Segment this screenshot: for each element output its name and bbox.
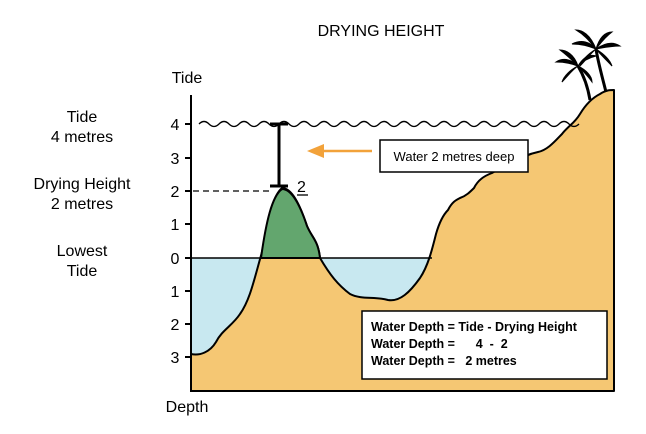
tick-label-3: 3: [171, 151, 180, 168]
lowest-tide-label-line1: Lowest: [57, 243, 108, 260]
tick-label-1: 1: [171, 217, 180, 234]
axis-ticks: [185, 123, 191, 358]
formula-line-1: Water Depth = Tide - Drying Height: [371, 320, 578, 334]
callout-box: [379, 139, 529, 173]
tick-label-depth-3: 3: [171, 350, 180, 367]
palm-trees-icon: [554, 29, 622, 101]
tick-label-2: 2: [171, 184, 180, 201]
lowest-tide-label-line2: Tide: [67, 263, 98, 280]
drying-height-label-line2: 2 metres: [51, 196, 113, 213]
tide-label-line2: 4 metres: [51, 129, 113, 146]
formula-box: [361, 310, 608, 380]
tick-label-4: 4: [171, 117, 180, 134]
measure-label: 2: [297, 179, 306, 196]
axis-bottom-label: Depth: [166, 399, 209, 416]
callout-arrow: [307, 144, 372, 158]
drying-bank: [260, 188, 321, 259]
water-depth-measure: [270, 122, 288, 188]
tide-label-line1: Tide: [67, 109, 98, 126]
callout-text: Water 2 metres deep: [394, 149, 515, 164]
axis-top-label: Tide: [172, 70, 203, 87]
diagram-title: DRYING HEIGHT: [318, 23, 445, 40]
drying-height-label-line1: Drying Height: [34, 176, 131, 193]
tick-label-0: 0: [171, 251, 180, 268]
formula-line-2: Water Depth = 4 - 2: [371, 337, 508, 351]
tick-label-depth-2: 2: [171, 317, 180, 334]
tide-surface-line: [198, 120, 580, 128]
tick-label-depth-1: 1: [171, 284, 180, 301]
formula-line-3: Water Depth = 2 metres: [371, 354, 517, 368]
